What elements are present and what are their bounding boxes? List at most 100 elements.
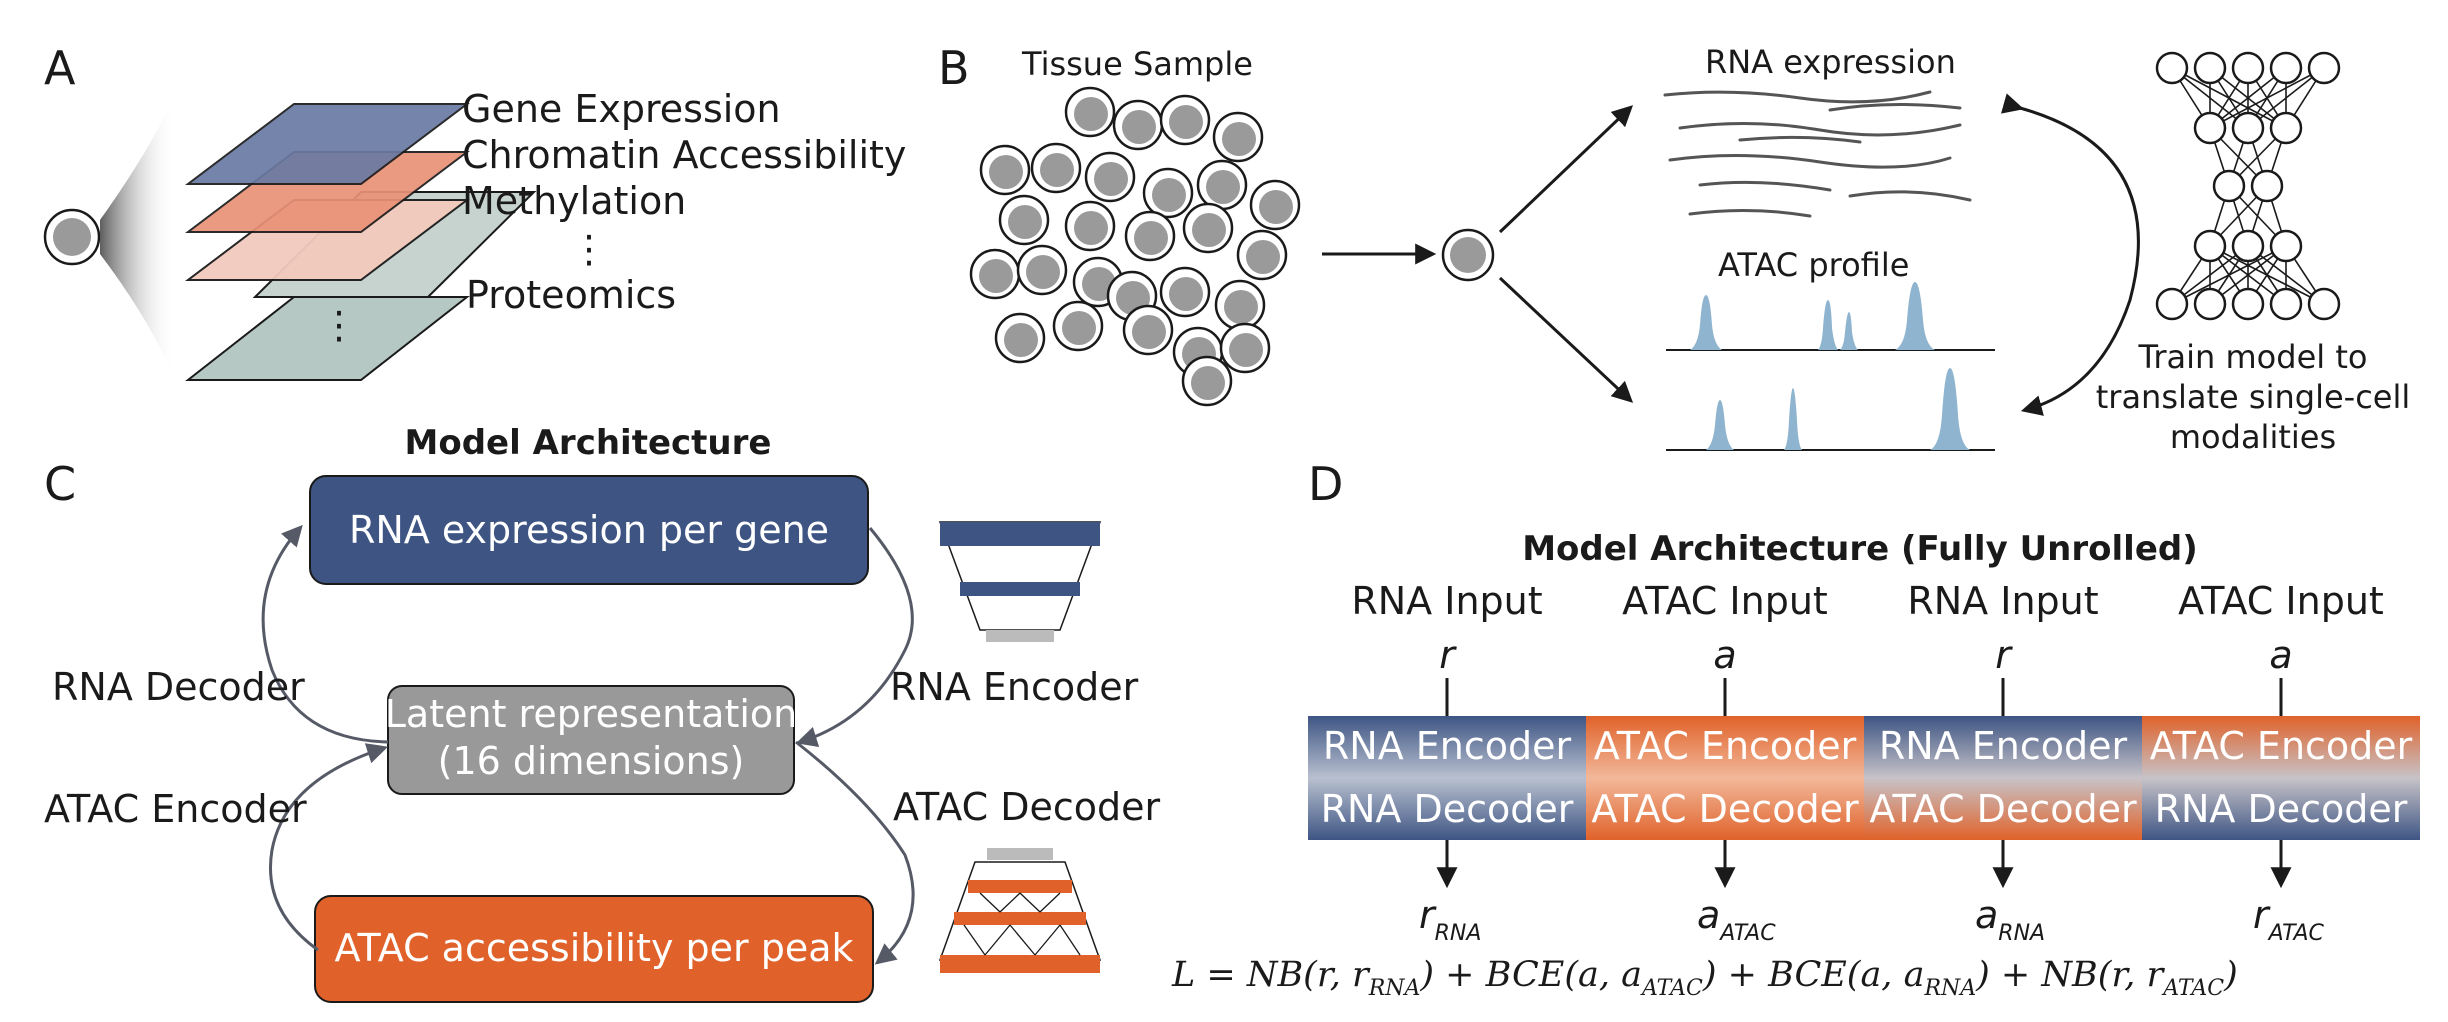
- column-output-symbol: rRNA: [1419, 893, 1481, 946]
- atac-accessibility-box-label: ATAC accessibility per peak: [334, 926, 853, 970]
- column-encoder-label: RNA Encoder: [1323, 724, 1572, 768]
- arrow-rna-encoder: [795, 527, 914, 747]
- nn-node: [2307, 287, 2341, 321]
- rna-expression-box: [309, 475, 869, 585]
- atac-decoder-label: ATAC Decoder: [893, 785, 1161, 829]
- tissue-cell-nucleus: [1152, 178, 1186, 212]
- tissue-cell-nucleus: [1004, 323, 1038, 357]
- nn-node: [2307, 51, 2341, 85]
- rna-expression-label: RNA expression: [1705, 43, 1956, 81]
- nn-node: [2193, 287, 2227, 321]
- latent-representation-box: [387, 685, 795, 795]
- column-block: [1308, 716, 1586, 840]
- nn-node: [2212, 169, 2246, 203]
- column-input-label: RNA Input: [1351, 579, 1542, 623]
- tissue-cell-nucleus: [979, 259, 1013, 293]
- atac-peaks-2: [1706, 368, 1970, 450]
- column-input-symbol: a: [2269, 633, 2292, 677]
- arrow-cell-to-rna: [1498, 105, 1634, 234]
- nn-node: [2155, 287, 2189, 321]
- tissue-cell-nucleus: [1074, 97, 1108, 131]
- tissue-cell-nucleus: [1222, 122, 1256, 156]
- column-decoder-label: RNA Decoder: [2155, 787, 2408, 831]
- panel-label-b: B: [938, 41, 970, 95]
- column-decoder-label: RNA Decoder: [1321, 787, 1574, 831]
- latent-label-line-2: (16 dimensions): [438, 739, 745, 783]
- panel-label-c: C: [44, 457, 76, 511]
- layer-label-methylation: Methylation: [462, 179, 686, 223]
- tissue-cell-nucleus: [1229, 333, 1263, 367]
- nn-node: [2269, 51, 2303, 85]
- nn-node: [2231, 287, 2265, 321]
- train-text-line-3: modalities: [2170, 418, 2336, 456]
- tissue-cell-nucleus: [1169, 105, 1203, 139]
- panel-label-a: A: [44, 41, 76, 95]
- tissue-cell-nucleus: [1062, 311, 1096, 345]
- panel-a-layer-stack: [185, 103, 537, 381]
- column-encoder-label: RNA Encoder: [1879, 724, 2128, 768]
- column-block: [2142, 716, 2420, 840]
- tissue-cell-nucleus: [1206, 170, 1240, 204]
- nn-edge: [2171, 245, 2287, 305]
- column-block: [1864, 716, 2142, 840]
- column-input-symbol: r: [1439, 633, 1457, 677]
- train-cycle-arrow: [2000, 93, 2140, 416]
- tissue-cell-nucleus: [1132, 315, 1166, 349]
- column-output-symbol: rATAC: [2253, 893, 2325, 946]
- column-decoder-label: ATAC Decoder: [1869, 787, 2137, 831]
- layer-label-chromatin-accessibility: Chromatin Accessibility: [462, 133, 906, 177]
- column-input-label: ATAC Input: [2178, 579, 2384, 623]
- nn-node: [2269, 287, 2303, 321]
- panel-c-title: Model Architecture: [405, 423, 772, 463]
- column-input-symbol: a: [1713, 633, 1736, 677]
- rna-encoder-label: RNA Encoder: [890, 665, 1139, 709]
- column-input-label: ATAC Input: [1622, 579, 1828, 623]
- panel-label-d: D: [1308, 457, 1343, 511]
- column-block: [1586, 716, 1864, 840]
- nn-node: [2193, 51, 2227, 85]
- layer-label-gene-expression: Gene Expression: [462, 87, 781, 131]
- nn-node: [2193, 111, 2227, 145]
- layer-ellipsis: ⋮: [570, 227, 608, 271]
- nn-node: [2231, 111, 2265, 145]
- nn-node: [2269, 229, 2303, 263]
- arrow-cell-to-atac: [1498, 276, 1634, 403]
- train-text-line-1: Train model to: [2138, 338, 2368, 376]
- tissue-cell-nucleus: [1192, 213, 1226, 247]
- tissue-cell-nucleus: [1246, 240, 1280, 274]
- tissue-sample-label: Tissue Sample: [1021, 45, 1253, 83]
- column-output-symbol: aRNA: [1975, 893, 2045, 946]
- column-encoder-label: ATAC Encoder: [1594, 724, 1857, 768]
- tissue-cell-nucleus: [1191, 366, 1225, 400]
- layer-ellipsis-2: ⋮: [320, 303, 358, 347]
- tissue-cell-nucleus: [989, 155, 1023, 189]
- rna-expression-box-label: RNA expression per gene: [349, 508, 829, 552]
- atac-profile-label: ATAC profile: [1718, 246, 1909, 284]
- atac-decoder-icon: [938, 848, 1102, 973]
- nn-node: [2231, 229, 2265, 263]
- nn-node: [2155, 51, 2189, 85]
- tissue-cell-nucleus: [1134, 221, 1168, 255]
- panel-a-cell: [43, 208, 101, 266]
- nn-node: [2231, 51, 2265, 85]
- column-input-label: RNA Input: [1907, 579, 2098, 623]
- nn-node: [2269, 111, 2303, 145]
- tissue-cell-nucleus: [1074, 211, 1108, 245]
- latent-label-line-1: Latent representation: [385, 692, 798, 736]
- panel-b-single-cell: [1441, 228, 1495, 282]
- panel-a-cone: [100, 95, 175, 380]
- nn-edge: [2209, 67, 2325, 129]
- column-encoder-label: ATAC Encoder: [2150, 724, 2413, 768]
- atac-encoder-label: ATAC Encoder: [44, 787, 307, 831]
- tissue-cell-nucleus: [1040, 153, 1074, 187]
- train-text-line-2: translate single-cell: [2096, 378, 2411, 416]
- rna-encoder-icon: [938, 521, 1102, 642]
- column-output-symbol: aATAC: [1697, 893, 1776, 946]
- layer-label-proteomics: Proteomics: [466, 273, 676, 317]
- arrow-rna-decoder: [261, 524, 389, 744]
- tissue-cell-nucleus: [1259, 190, 1293, 224]
- column-input-symbol: r: [1995, 633, 2013, 677]
- rna-decoder-label: RNA Decoder: [52, 665, 305, 709]
